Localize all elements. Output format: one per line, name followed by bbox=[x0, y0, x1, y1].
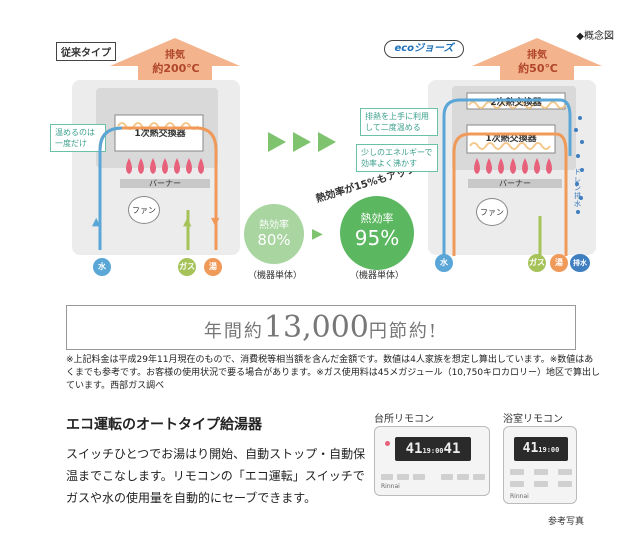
exhaust-temp-right: 約50℃ bbox=[518, 62, 558, 75]
fan-left: ファン bbox=[128, 196, 160, 224]
drain-drop-icons bbox=[574, 116, 584, 214]
savings-amount: 13,000 bbox=[263, 310, 369, 345]
pipe-lines-icon bbox=[442, 98, 572, 256]
gas-arrow-left-icon: ▲ bbox=[183, 215, 192, 228]
eco-jozu-logo: ecoジョーズ bbox=[384, 40, 464, 58]
fan-right: ファン bbox=[476, 198, 508, 226]
efficiency-before-value: 80% bbox=[257, 231, 291, 249]
bath-remote-label: 浴室リモコン bbox=[503, 414, 563, 425]
pipe-label-water-left: 水 bbox=[93, 258, 111, 276]
pipe-label-drain-right: 排水 bbox=[570, 254, 590, 272]
remote-buttons-icon bbox=[510, 469, 572, 487]
exhaust-label-left: 排気 bbox=[165, 50, 185, 61]
concept-label: ◆概念図 bbox=[576, 31, 614, 42]
exhaust-temp-left: 約200℃ bbox=[152, 62, 200, 75]
pipe-label-hot-right: 湯 bbox=[550, 254, 568, 272]
kitchen-remote-led-icon bbox=[385, 441, 390, 446]
efficiency-before-label: 熱効率 bbox=[259, 220, 289, 231]
water-arrow-left-icon: ▲ bbox=[92, 215, 101, 228]
efficiency-before-sub: （機器単体） bbox=[247, 271, 302, 281]
kitchen-remote-time: 19:00 bbox=[422, 447, 444, 455]
kitchen-remote-temp: 41 bbox=[405, 441, 423, 457]
exhaust-arrow-right bbox=[472, 38, 602, 86]
exhaust-arrow-left bbox=[110, 38, 240, 86]
efficiency-after-circle: 熱効率 95% bbox=[340, 196, 414, 270]
kitchen-remote-label: 台所リモコン bbox=[374, 414, 434, 425]
photo-caption: 参考写真 bbox=[548, 517, 585, 527]
pipe-label-hot-left: 湯 bbox=[204, 258, 222, 276]
savings-prefix: 年間約 bbox=[203, 321, 264, 342]
efficiency-before-circle: 熱効率 80% bbox=[244, 204, 304, 264]
drain-drops bbox=[572, 112, 588, 222]
hot-arrow-left-icon: ▼ bbox=[211, 215, 220, 228]
flame-icons bbox=[474, 158, 552, 174]
kitchen-remote-temp2: 41 bbox=[443, 441, 461, 457]
burner-right: バーナー bbox=[468, 179, 562, 188]
bath-remote-temp: 41 bbox=[522, 441, 539, 456]
pipe-label-gas-right: ガス bbox=[528, 254, 546, 272]
bath-remote-brand: Rinnai bbox=[510, 493, 529, 500]
footnote: ※上記料金は平成29年11月現在のもので、消費税等相当額を含んだ金額です。数値は… bbox=[66, 355, 601, 391]
heat-exchanger-1-label-right: 1次熱交換器 bbox=[485, 134, 537, 144]
flame-icons bbox=[126, 158, 204, 174]
pipes-left bbox=[96, 110, 220, 260]
kitchen-remote: 4119:0041 Rinnai bbox=[374, 426, 490, 496]
savings-banner: 年間約13,000円節約! bbox=[66, 305, 576, 350]
heat-exchanger-coil-icon bbox=[114, 114, 204, 152]
transition-arrows bbox=[268, 132, 338, 152]
kitchen-remote-buttons bbox=[381, 467, 485, 480]
remote-buttons-icon bbox=[381, 474, 485, 480]
exhaust-arrow-icon bbox=[472, 38, 602, 86]
savings-suffix: 円節約! bbox=[368, 321, 439, 342]
conventional-type-label: 従来タイプ bbox=[56, 42, 116, 61]
exhaust-arrow-icon bbox=[110, 38, 240, 86]
efficiency-after-sub: （機器単体） bbox=[349, 271, 404, 281]
bath-remote: 4119:00 Rinnai bbox=[503, 426, 577, 504]
triple-triangle-arrow-icon bbox=[268, 132, 336, 152]
note-heat-once: 温めるのは 一度だけ bbox=[50, 124, 106, 152]
heat-exchanger-2-label: 2次熱交換器 bbox=[490, 98, 542, 108]
drain-label: ドレン排水 bbox=[574, 168, 581, 208]
flames-left bbox=[124, 158, 204, 174]
bath-remote-time: 19:00 bbox=[538, 446, 560, 454]
pipe-label-gas-left: ガス bbox=[178, 258, 196, 276]
note-reuse-exhaust: 排熱を上手に利用 して二度温める bbox=[360, 108, 438, 136]
kitchen-remote-brand: Rinnai bbox=[381, 483, 400, 490]
kitchen-remote-display: 4119:0041 bbox=[395, 437, 471, 461]
heat-exchanger-1-right bbox=[466, 124, 556, 154]
pipes-right bbox=[440, 96, 574, 262]
efficiency-after-label: 熱効率 bbox=[360, 212, 394, 225]
section-body: スイッチひとつでお湯はり開始、自動ストップ・自動保温までこなします。リモコンの「… bbox=[66, 447, 366, 505]
note-efficient-boil: 少しのエネルギーで 効率よく沸かす bbox=[356, 144, 438, 172]
bath-remote-display: 4119:00 bbox=[514, 437, 568, 461]
heat-exchanger-coil-icon bbox=[466, 124, 556, 154]
flames-right bbox=[472, 158, 552, 174]
bath-remote-buttons bbox=[510, 469, 572, 495]
efficiency-arrow-icon: ▶ bbox=[312, 226, 323, 242]
pipe-lines-icon bbox=[98, 126, 218, 250]
exhaust-label-right: 排気 bbox=[527, 50, 547, 61]
burner-left: バーナー bbox=[120, 179, 210, 188]
heat-exchanger-1-left bbox=[114, 114, 204, 152]
heat-exchanger-1-label-left: 1次熱交換器 bbox=[134, 129, 186, 139]
efficiency-after-value: 95% bbox=[354, 226, 400, 250]
pipe-label-water-right: 水 bbox=[435, 254, 453, 272]
section-title: エコ運転のオートタイプ給湯器 bbox=[66, 417, 262, 433]
